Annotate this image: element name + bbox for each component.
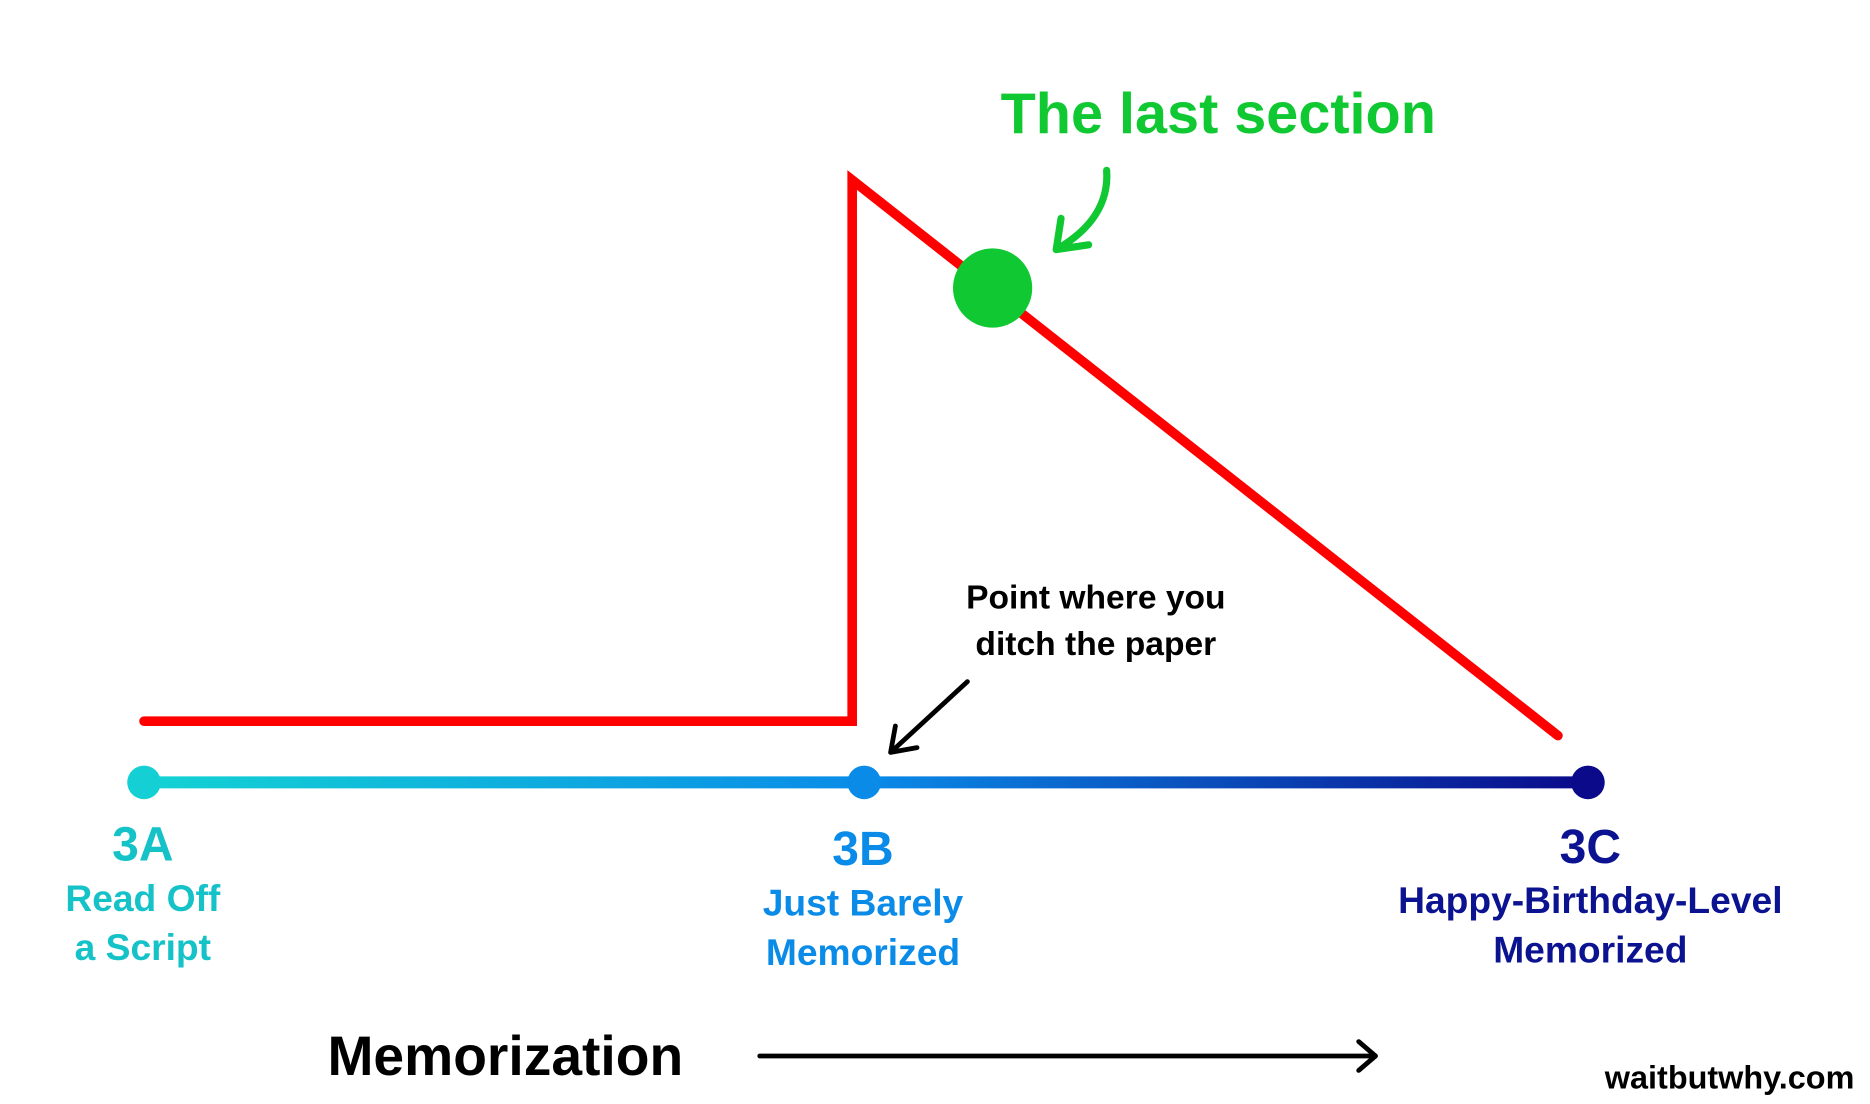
- point-3c-label-line1: Happy-Birthday-Level: [1398, 879, 1782, 921]
- axis-label: Memorization: [327, 1025, 683, 1087]
- annotation-note-line2: ditch the paper: [975, 626, 1216, 663]
- point-3c-code: 3C: [1560, 821, 1621, 874]
- last-section-dot: [953, 248, 1033, 328]
- watermark: waitbutwhy.com: [1604, 1059, 1855, 1095]
- point-3a-dot: [127, 765, 161, 800]
- green-arrow-icon: [1052, 166, 1111, 254]
- axis-arrow-icon: [757, 1039, 1378, 1073]
- red-curve: [139, 170, 1563, 741]
- point-3a-code: 3A: [112, 818, 173, 871]
- point-3c-label-line2: Memorized: [1493, 928, 1687, 970]
- point-3c-dot: [1571, 765, 1605, 800]
- annotation-title: The last section: [1001, 82, 1436, 146]
- point-3b-code: 3B: [832, 823, 893, 876]
- point-3b-label-line1: Just Barely: [763, 882, 964, 924]
- point-3a-label-line1: Read Off: [65, 877, 221, 919]
- black-arrow-icon: [888, 679, 970, 755]
- point-3a-label-line2: a Script: [75, 926, 211, 968]
- annotation-note-line1: Point where you: [966, 579, 1225, 616]
- point-3b-dot: [847, 765, 881, 800]
- point-3b-label-line2: Memorized: [766, 931, 960, 973]
